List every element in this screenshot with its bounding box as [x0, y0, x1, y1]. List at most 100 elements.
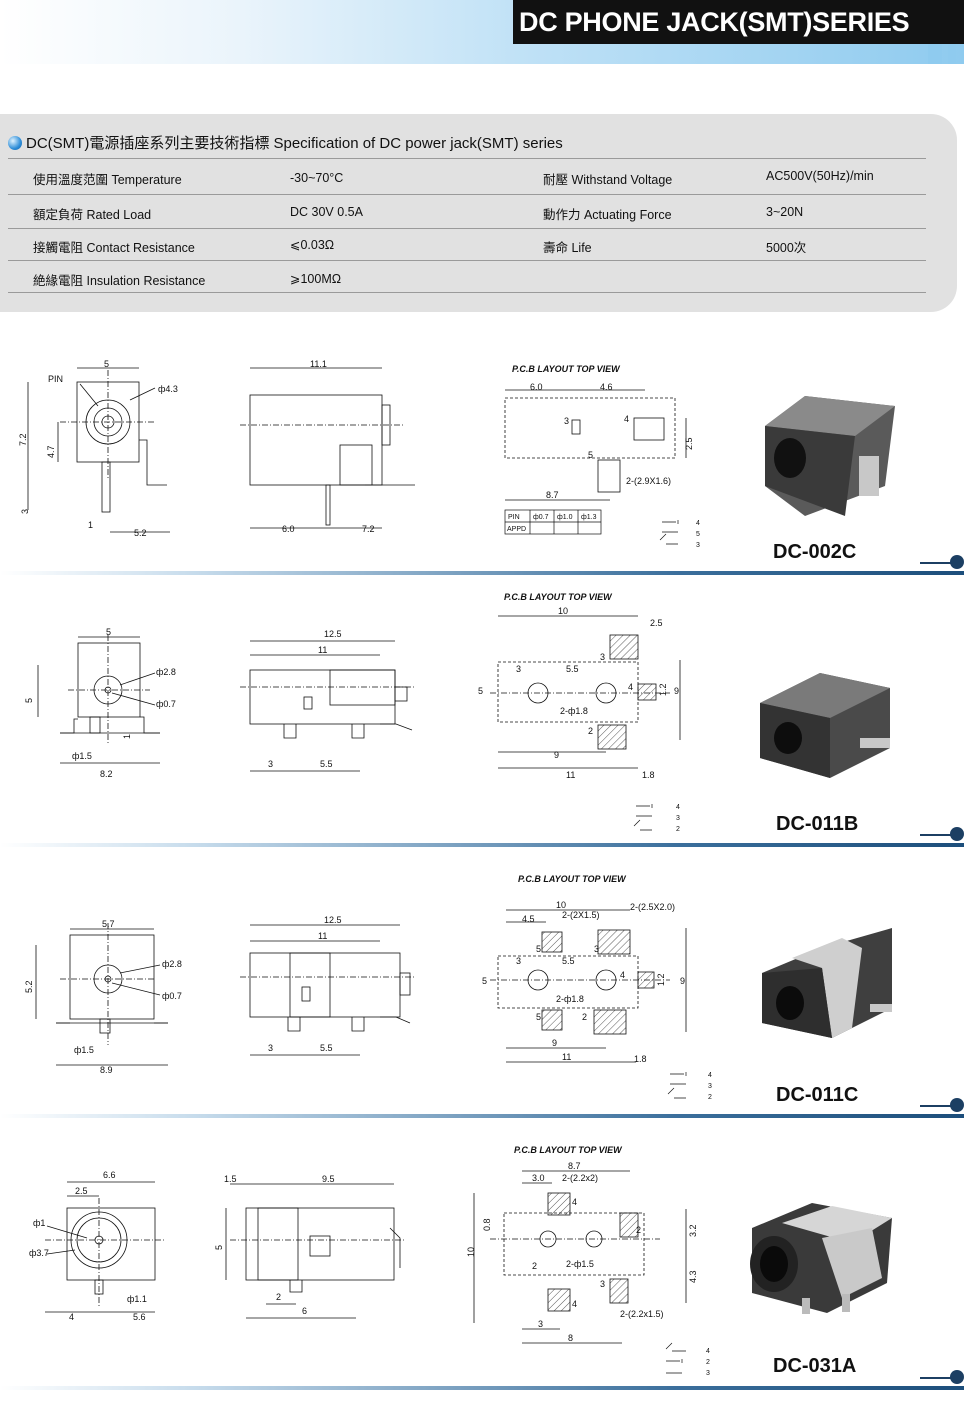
pin-number: 3 [696, 542, 700, 549]
spec-divider [8, 228, 926, 229]
pad-label: 2-(2.2x1.5) [620, 1309, 664, 1319]
dim-label: 11 [318, 931, 327, 941]
dim-label: ф1.5 [72, 751, 92, 761]
pin-number: 2 [676, 826, 680, 833]
pin-label: PIN [48, 374, 63, 384]
front-view-drawing: 5 PIN ф4.3 7.2 4.7 3 1 5.2 [18, 359, 178, 538]
dim-label: 5 [104, 359, 109, 369]
side-view-drawing: 12.5 11 3 5.5 [240, 629, 415, 772]
spec-label: 使用溫度范圍 Temperature [33, 173, 182, 187]
table-cell: ф1.3 [581, 514, 597, 521]
dim-label: 9.5 [322, 1174, 335, 1184]
dim-label: 9 [680, 976, 685, 986]
pcb-layout-drawing: P.C.B LAYOUT TOP VIEW 10 4.5 2-(2X1.5) 2… [482, 874, 712, 1101]
dim-label: ф4.3 [158, 384, 178, 394]
table-cell: ф0.7 [533, 514, 549, 521]
dim-label: 6 [302, 1306, 307, 1316]
pcb-layout-drawing: P.C.B LAYOUT TOP VIEW 8.7 3.0 2-(2.2x2) … [466, 1145, 710, 1377]
dim-label: 5.5 [320, 759, 333, 769]
dim-label: 11 [566, 770, 575, 780]
pad-number: 4 [572, 1299, 577, 1309]
side-view-drawing: 1.5 9.5 5 2 6 [214, 1174, 405, 1319]
pad-number: 5 [536, 944, 541, 954]
spec-divider [8, 158, 926, 159]
dim-label: 3 [20, 509, 30, 514]
pad-number: 4 [572, 1197, 577, 1207]
dim-label: 2 [532, 1261, 537, 1271]
dim-label: 5 [214, 1245, 224, 1250]
dim-label: 2.5 [75, 1186, 88, 1196]
table-cell: PIN [508, 514, 520, 521]
dim-label: 12.5 [324, 915, 342, 925]
dim-label: 3.0 [532, 1173, 545, 1183]
product-photo [760, 673, 890, 778]
dim-label: 2 [276, 1292, 281, 1302]
spec-heading: DC(SMT)電源插座系列主要技術指標 Specification of DC … [26, 135, 563, 152]
dim-label: 11.1 [310, 359, 327, 369]
pcb-title: P.C.B LAYOUT TOP VIEW [514, 1145, 623, 1155]
spec-divider [8, 194, 926, 195]
dim-label: 3 [516, 956, 521, 966]
dim-label: 5.2 [24, 980, 34, 993]
pad-number: 3 [564, 416, 569, 426]
pin-number: 3 [676, 815, 680, 822]
dim-label: 8.7 [546, 490, 559, 500]
dim-label: ф2.8 [156, 667, 176, 677]
model-name: DC-031A [773, 1355, 857, 1377]
separator-dot [950, 1370, 964, 1384]
dim-label: 6.6 [103, 1170, 116, 1180]
separator-dot [950, 555, 964, 569]
dim-label: 3.2 [688, 1224, 698, 1237]
separator-hook [920, 1105, 956, 1107]
hole-label: 2-ф1.5 [566, 1259, 594, 1269]
table-cell: ф1.0 [557, 514, 573, 521]
spec-divider [8, 260, 926, 261]
dim-label: 7.2 [18, 433, 28, 446]
pad-label: 2-(2.2x2) [562, 1173, 598, 1183]
pad-number: 3 [600, 1279, 605, 1289]
separator-dot [950, 827, 964, 841]
pin-number: 2 [706, 1359, 710, 1366]
dim-label: 9 [552, 1038, 557, 1048]
dim-label: 5.5 [562, 956, 575, 966]
spec-label: 動作力 Actuating Force [543, 208, 672, 222]
pin-number: 4 [696, 520, 700, 527]
pin-number: 4 [706, 1348, 710, 1355]
dim-label: 9 [554, 750, 559, 760]
spec-value: DC 30V 0.5A [290, 205, 363, 219]
pcb-title: P.C.B LAYOUT TOP VIEW [504, 592, 613, 602]
dim-label: 5.6 [133, 1312, 146, 1322]
dim-label: 8 [568, 1333, 573, 1343]
dim-label: 8.9 [100, 1065, 113, 1075]
spec-label: 接觸電阻 Contact Resistance [33, 241, 195, 255]
front-view-drawing: 5 ф2.8 ф0.7 5 1 ф1.5 8.2 [24, 627, 176, 779]
dim-label: 1 [88, 520, 93, 530]
hole-label: 2-ф1.8 [560, 706, 588, 716]
dim-label: 5 [482, 976, 487, 986]
pad-number: 3 [600, 652, 605, 662]
page-title: DC PHONE JACK(SMT)SERIES [513, 0, 964, 44]
pin-number: 3 [708, 1083, 712, 1090]
dim-label: 8.2 [100, 769, 113, 779]
dim-label: 5.7 [102, 919, 115, 929]
dim-label: 10 [558, 606, 568, 616]
dim-label: 6.0 [530, 382, 543, 392]
section-separator [0, 1386, 964, 1390]
separator-hook [920, 1377, 956, 1379]
dim-label: 5.2 [134, 528, 147, 538]
spec-panel [0, 114, 957, 312]
pad-label: 2-(2.9X1.6) [626, 476, 671, 486]
pcb-title: P.C.B LAYOUT TOP VIEW [518, 874, 627, 884]
separator-dot [950, 1098, 964, 1112]
dim-label: ф1.5 [74, 1045, 94, 1055]
dim-label: ф3.7 [29, 1248, 49, 1258]
dim-label: 1.2 [656, 973, 666, 986]
dim-label: 1.8 [642, 770, 655, 780]
dim-label: 5 [106, 627, 111, 637]
spec-label: 絶緣電阻 Insulation Resistance [33, 274, 206, 288]
spec-label: 壽命 Life [543, 241, 592, 255]
dim-label: 9 [674, 686, 679, 696]
pad-number: 2 [588, 726, 593, 736]
dim-label: 5.5 [320, 1043, 333, 1053]
dim-label: 3 [268, 759, 273, 769]
